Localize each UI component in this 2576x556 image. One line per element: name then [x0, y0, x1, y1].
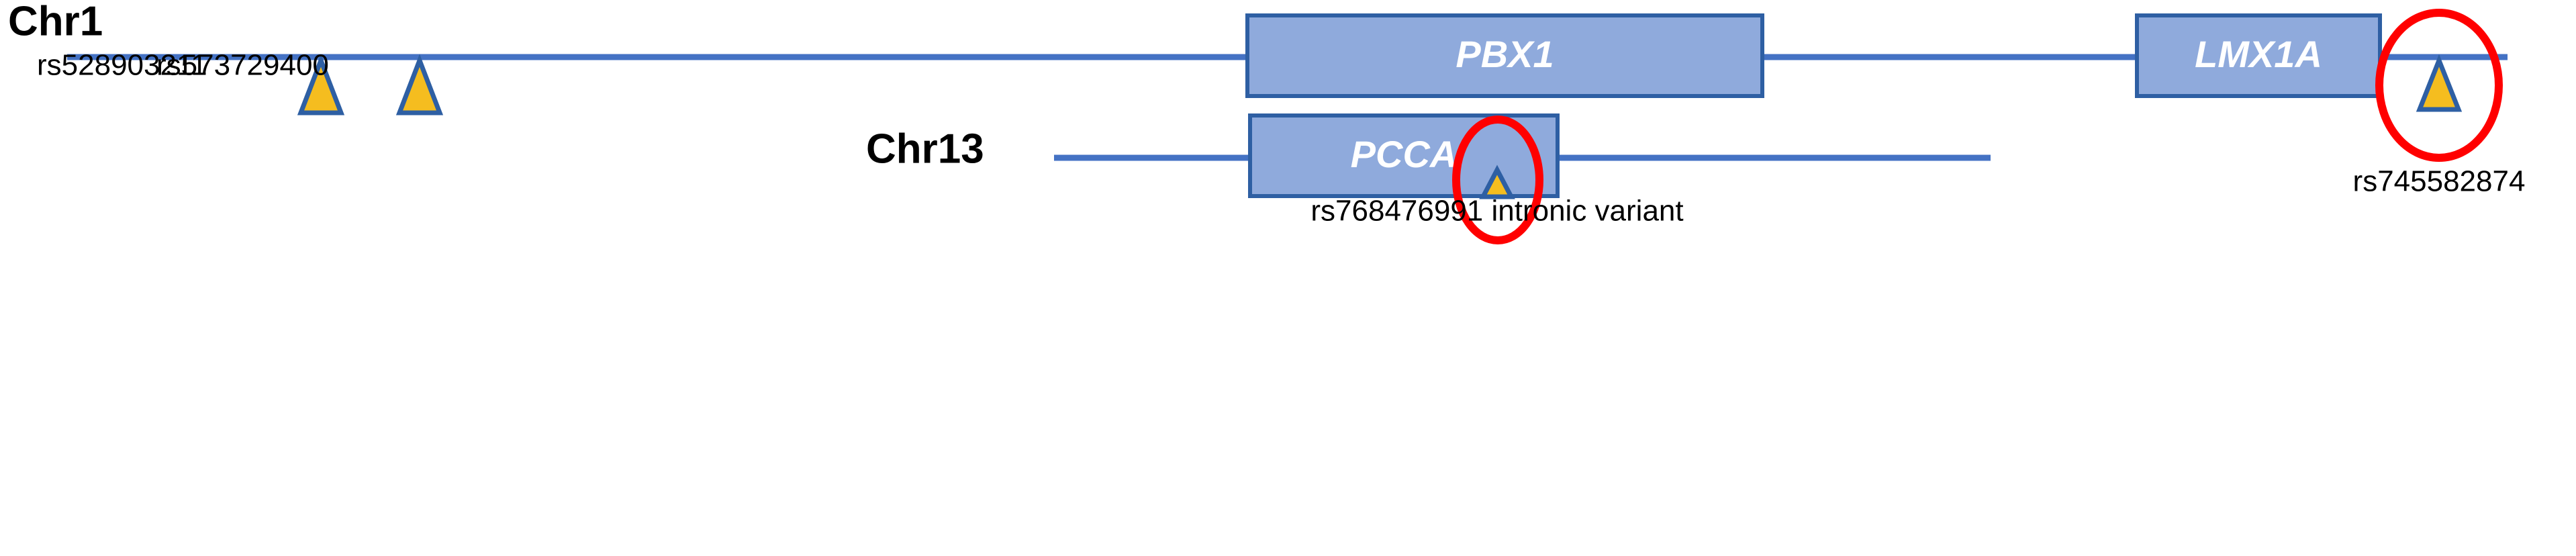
gene-label-lmx1a: LMX1A: [2195, 33, 2322, 75]
gene-lmx1a[interactable]: LMX1A: [2135, 13, 2382, 98]
gene-pcca[interactable]: PCCA: [1248, 113, 1560, 198]
variant-marker-rs768476991[interactable]: rs768476991 intronic variant: [1310, 115, 1684, 244]
chromosome-track-chr13: Chr13 PCCA rs768476991 intronic variant: [866, 113, 1991, 244]
variant-label-rs745582874: rs745582874: [2353, 165, 2526, 198]
gene-box-pbx1[interactable]: [1245, 13, 1764, 98]
variant-triangle-rs528903211[interactable]: [297, 54, 345, 115]
variant-marker-rs528903211[interactable]: rs528903211: [37, 49, 345, 115]
highlight-circle-rs745582874: [2375, 9, 2503, 162]
variant-marker-rs745582874[interactable]: rs745582874: [2353, 9, 2526, 198]
highlight-circle-rs768476991: [1452, 115, 1543, 244]
gene-label-pcca: PCCA: [1351, 133, 1458, 175]
variant-triangle-rs768476991[interactable]: [1479, 165, 1515, 199]
gene-pbx1[interactable]: PBX1: [1245, 13, 1764, 98]
variant-label-rs573729400: rs573729400: [156, 49, 329, 82]
gene-label-pbx1: PBX1: [1456, 33, 1554, 75]
variant-label-rs768476991: rs768476991 intronic variant: [1310, 195, 1683, 228]
chromosome-label-chr13: Chr13: [866, 126, 984, 172]
gene-box-lmx1a[interactable]: [2135, 13, 2382, 98]
variant-label-rs528903211: rs528903211: [37, 49, 207, 82]
variant-triangle-rs573729400[interactable]: [395, 54, 444, 115]
variant-triangle-rs745582874[interactable]: [2416, 54, 2463, 112]
chromosome-label-chr1: Chr1: [8, 0, 103, 44]
variant-marker-rs573729400[interactable]: rs573729400: [156, 49, 444, 115]
